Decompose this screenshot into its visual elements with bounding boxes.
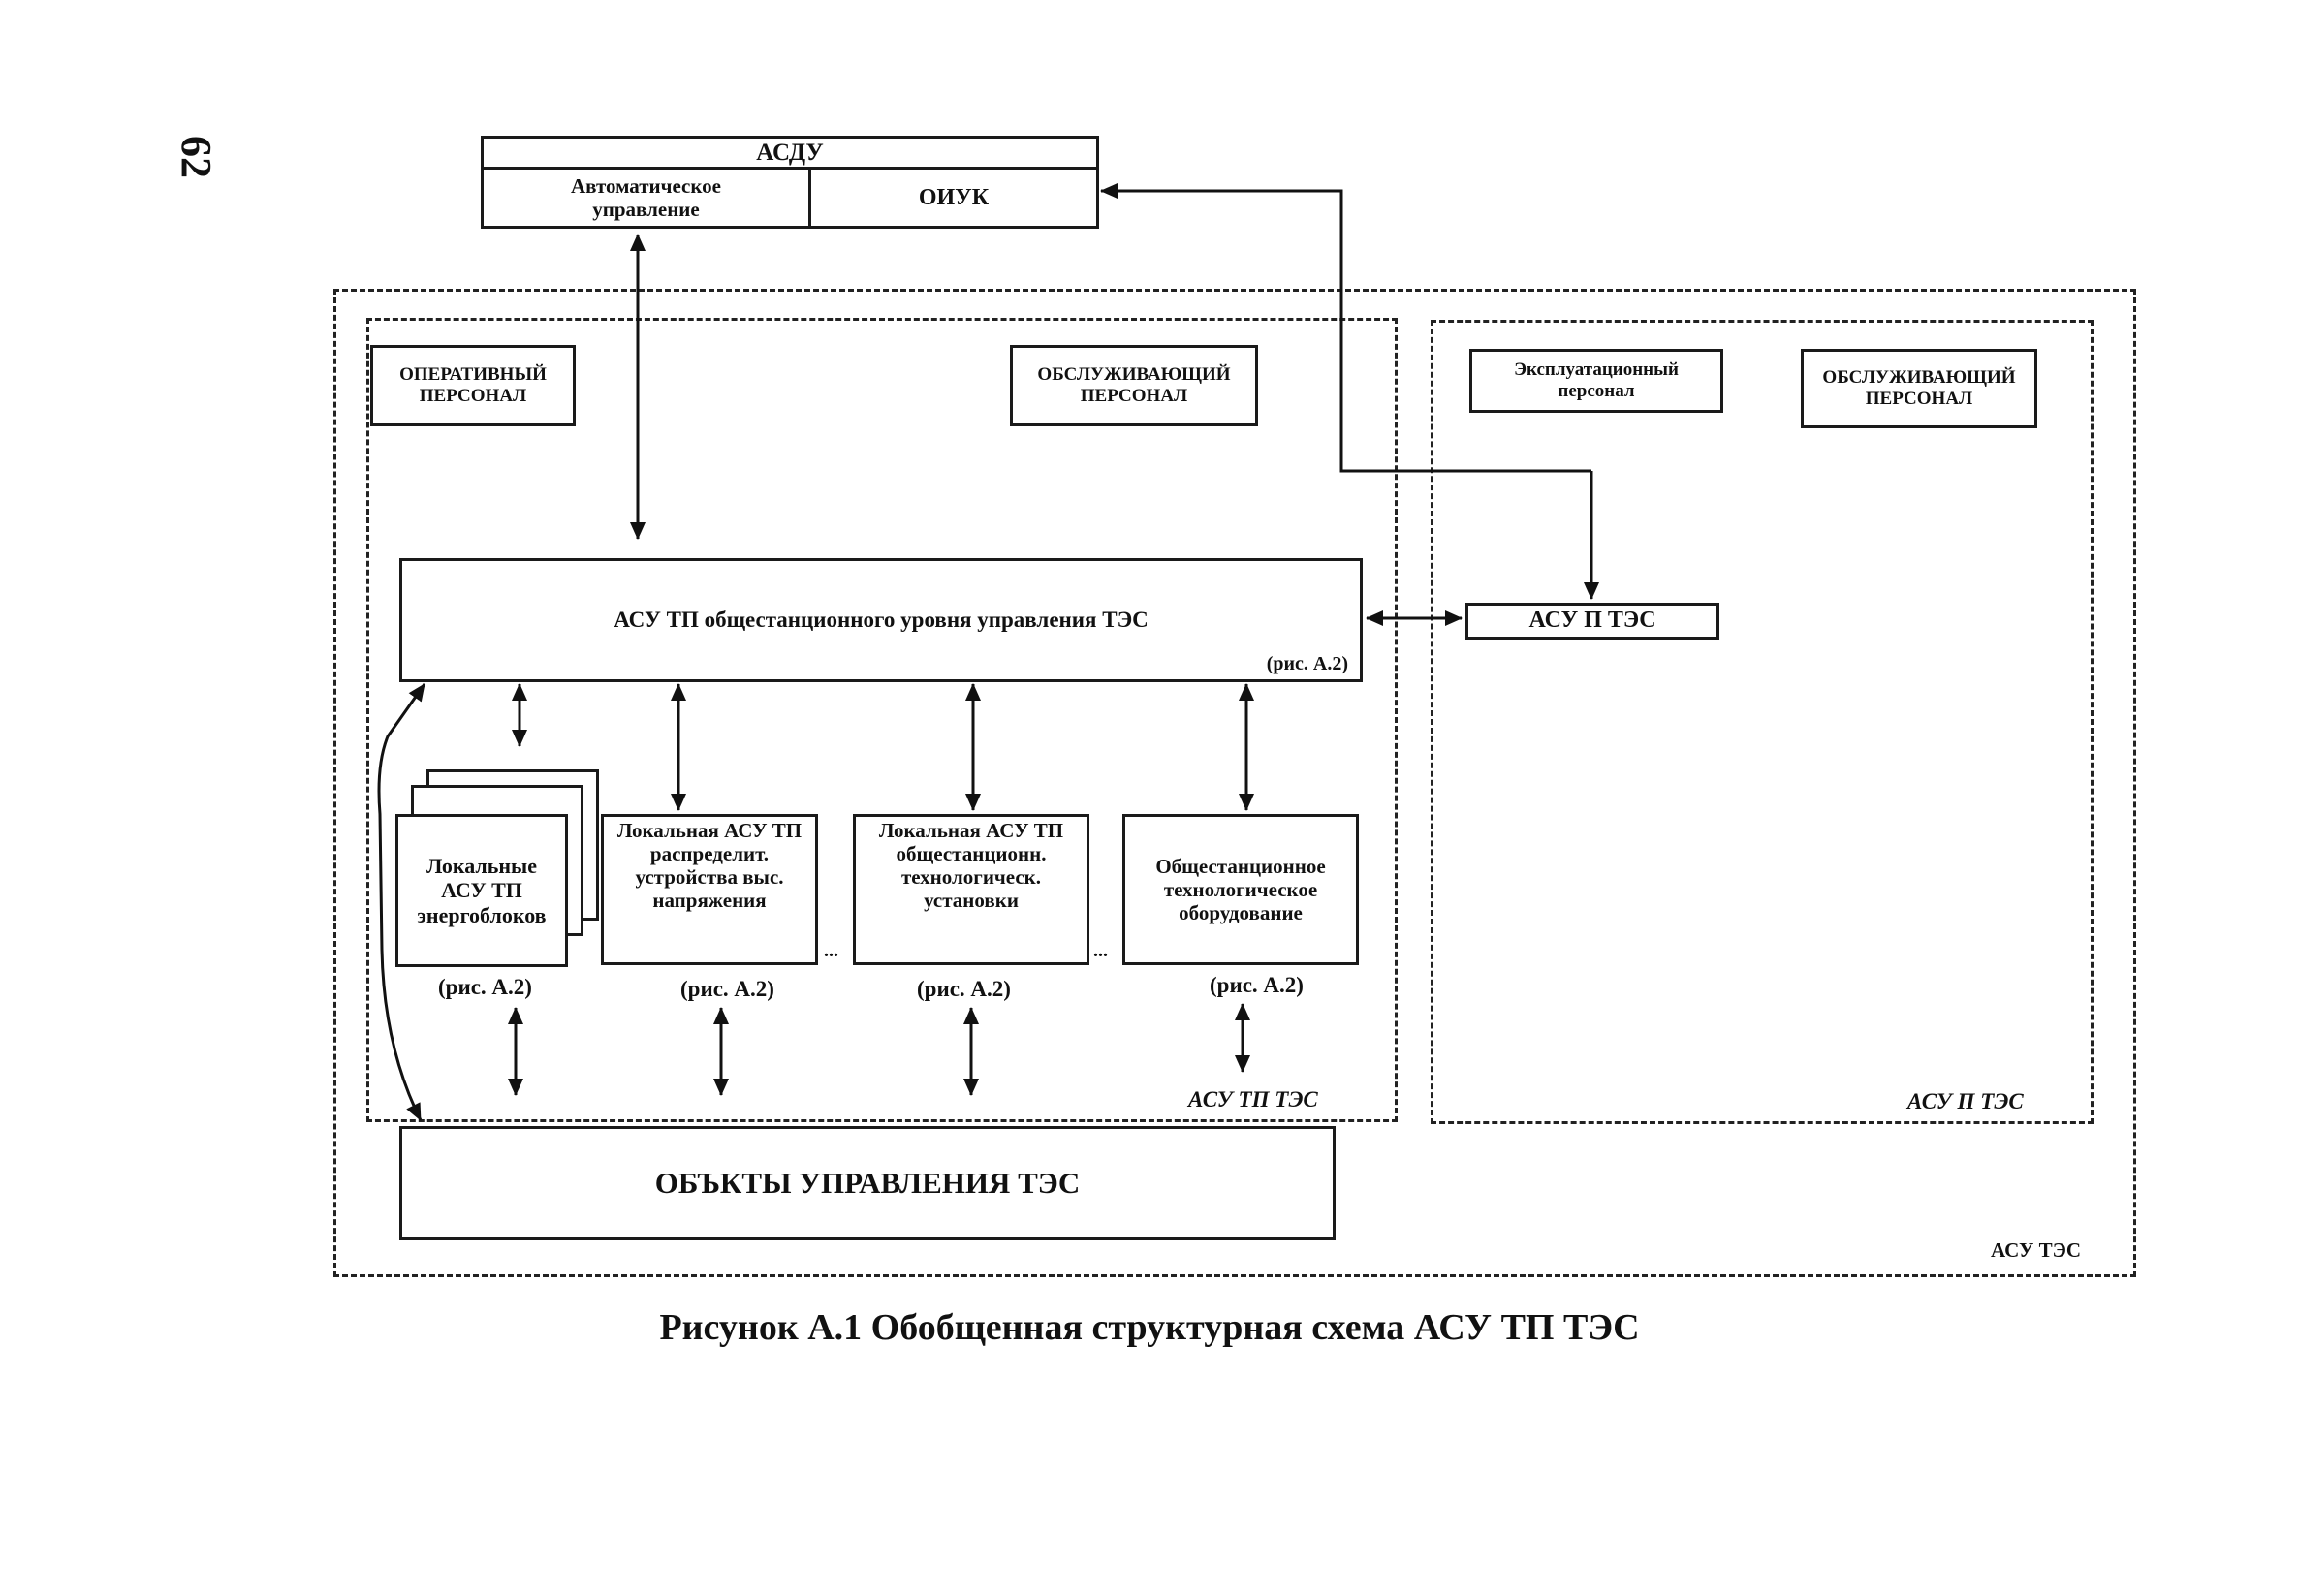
local-distribution-ref: (рис. А.2) [680,977,774,1001]
operative-personnel-box: ОПЕРАТИВНЫЙ ПЕРСОНАЛ [370,345,576,426]
ellipsis-1: ... [824,940,838,961]
figure-caption: Рисунок А.1 Обобщенная структурная схема… [659,1307,1640,1348]
station-level-box: АСУ ТП общестанционного уровня управлени… [399,558,1363,682]
page-number: 62 [173,136,220,178]
local-blocks-ref: (рис. А.2) [438,975,532,999]
local-distribution-box: Локальная АСУ ТП распределит. устройства… [601,814,818,965]
asu-tes-label: АСУ ТЭС [1991,1238,2082,1262]
station-level-ref: (рис. А.2) [1266,653,1348,674]
asdu-auto-control: Автоматическое управление [484,170,811,226]
asdu-block: АСДУ Автоматическое управление ОИУК [481,136,1099,229]
service-personnel-left-box: ОБСЛУЖИВАЮЩИЙ ПЕРСОНАЛ [1010,345,1258,426]
local-station-tech-box: Локальная АСУ ТП общестанционн. технолог… [853,814,1089,965]
station-level-title: АСУ ТП общестанционного уровня управлени… [614,608,1149,633]
asu-p-tes-box: АСУ П ТЭС [1465,603,1719,640]
station-equipment-ref: (рис. А.2) [1210,973,1304,997]
asu-tp-tes-label: АСУ ТП ТЭС [1188,1087,1318,1111]
local-station-tech-ref: (рис. А.2) [917,977,1011,1001]
asdu-oiuk: ОИУК [918,184,990,210]
control-objects-box: ОБЪКТЫ УПРАВЛЕНИЯ ТЭС [399,1126,1336,1240]
local-blocks-box: Локальные АСУ ТП энергоблоков [395,814,568,967]
asdu-title: АСДУ [484,139,1096,170]
asu-p-tes-label: АСУ П ТЭС [1907,1089,2024,1113]
service-personnel-right-box: ОБСЛУЖИВАЮЩИЙ ПЕРСОНАЛ [1801,349,2037,428]
asu-p-tes-region [1431,320,2094,1124]
ellipsis-2: ... [1093,940,1108,961]
operational-personnel-box: Эксплуатационный персонал [1469,349,1723,413]
station-equipment-box: Общестанционное технологическое оборудов… [1122,814,1359,965]
asu-tp-tes-region [366,318,1398,1122]
